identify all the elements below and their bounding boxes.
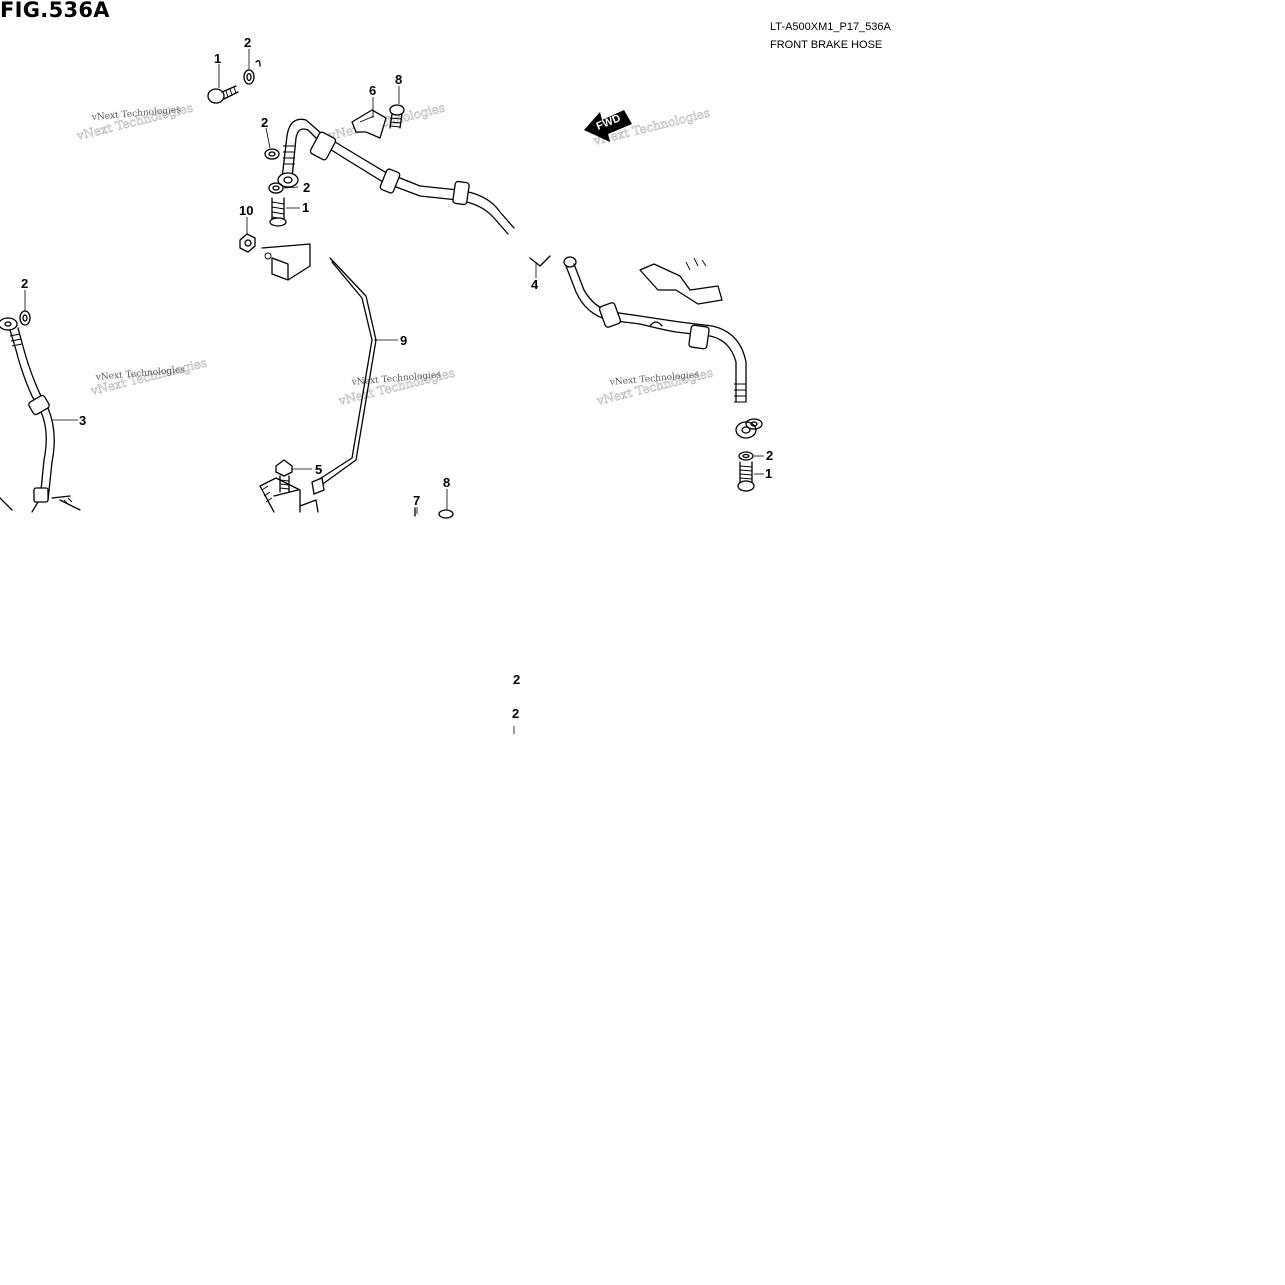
- callout-1-upper-banjo: 1: [302, 200, 309, 215]
- callout-8-lower: 8: [443, 475, 450, 490]
- callout-2-top: 2: [244, 35, 251, 50]
- bolt-lower: [438, 509, 454, 519]
- bolt-right-banjo: [737, 461, 755, 492]
- right-joint: [529, 255, 551, 267]
- leader-lines: [24, 49, 764, 734]
- callout-stray-b: 2: [512, 706, 519, 721]
- hose-clamp-upper: [351, 109, 387, 139]
- watermark-2: vNext Technologies: [326, 100, 447, 143]
- banjo-bolt-top: [207, 85, 239, 104]
- upper-joint-block: [261, 243, 311, 281]
- bolt-upper-banjo: [269, 197, 287, 227]
- callout-stray-a: 2: [513, 672, 520, 687]
- callout-7: 7: [413, 493, 420, 508]
- left-brake-hose: [0, 317, 81, 513]
- nut-upper: [239, 233, 256, 253]
- callout-4: 4: [531, 277, 539, 292]
- callout-9: 9: [400, 333, 407, 348]
- svg-text:vNext Technologies: vNext Technologies: [326, 100, 446, 143]
- watermark-1: vNext Technologies vNext Technologies: [74, 100, 195, 143]
- callout-1-top: 1: [214, 51, 221, 66]
- callout-2-left: 2: [21, 276, 28, 291]
- callout-2-under-banjo: 2: [303, 180, 310, 195]
- brake-pipe: [311, 257, 377, 495]
- right-brake-hose: [563, 256, 757, 439]
- callout-2-right: 2: [766, 448, 773, 463]
- callout-2-upper-banjo: 2: [261, 115, 268, 130]
- bolt-joint: [275, 459, 293, 493]
- callout-10: 10: [239, 203, 253, 218]
- right-clamp: [639, 257, 723, 305]
- diagram-name: FRONT BRAKE HOSE: [770, 39, 883, 51]
- gasket-washer-top: [243, 60, 261, 85]
- callout-6: 6: [369, 83, 376, 98]
- upper-brake-hose: [277, 118, 515, 235]
- washer-upper-banjo-bottom: [268, 182, 284, 194]
- diagram-code: LT-A500XM1_P17_536A: [770, 21, 891, 33]
- washer-right-banjo-top: [745, 418, 763, 430]
- figure-label: FIG.536A: [0, 0, 110, 22]
- callout-1-right: 1: [765, 466, 772, 481]
- washer-left-banjo: [19, 310, 31, 326]
- callout-3: 3: [79, 413, 86, 428]
- callout-5: 5: [315, 462, 322, 477]
- lower-joint: [259, 477, 319, 513]
- watermark-5: vNext Technologies vNext Technologies: [336, 365, 457, 408]
- washer-upper-banjo-top: [264, 148, 280, 160]
- bolt-clamp-upper: [389, 104, 405, 129]
- watermark-6: vNext Technologies vNext Technologies: [594, 365, 715, 408]
- washer-right-banjo-bottom: [738, 451, 754, 461]
- callout-8-upper: 8: [395, 72, 402, 87]
- watermark-4: vNext Technologies vNext Technologies: [88, 355, 209, 398]
